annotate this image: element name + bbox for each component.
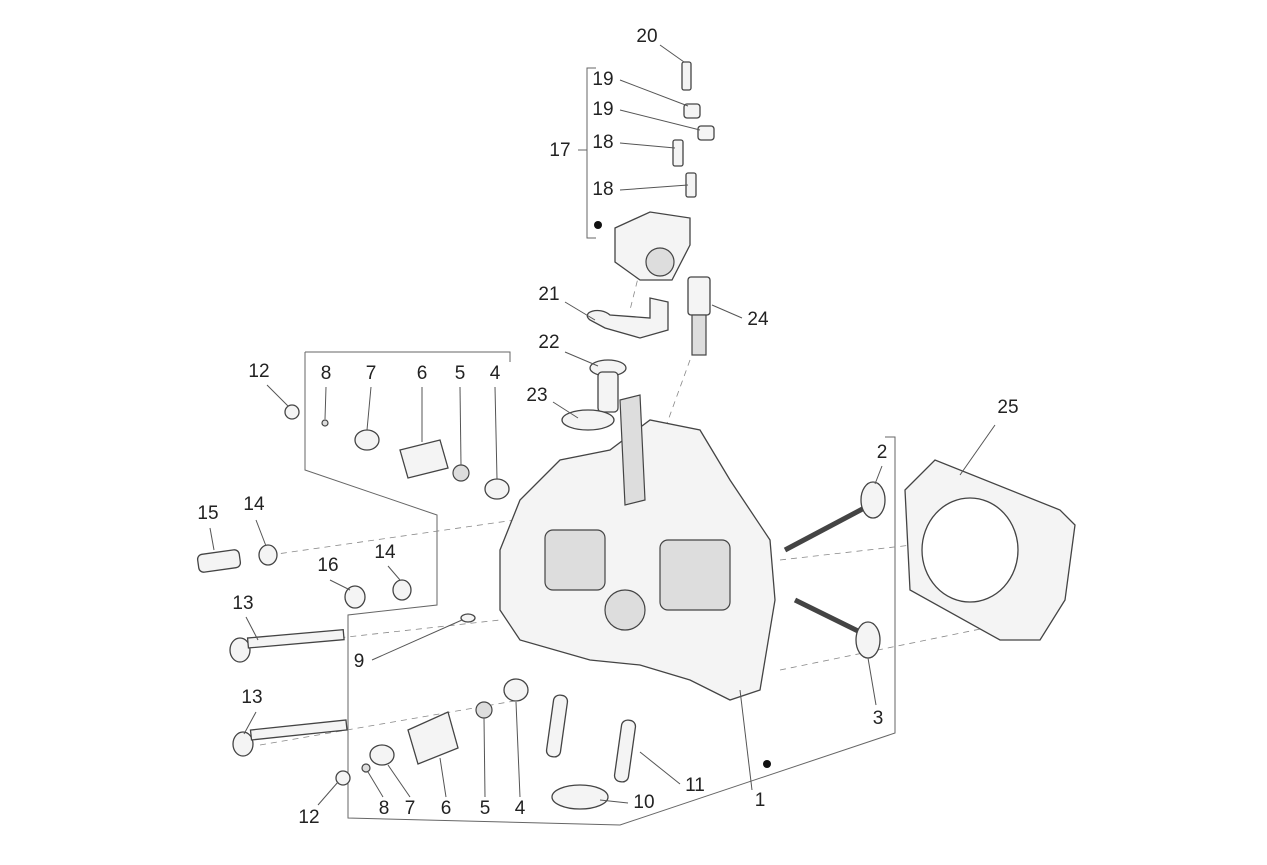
collet-8a — [321, 419, 329, 427]
leader-lines — [209, 44, 996, 806]
callout-4: 4 — [515, 798, 526, 819]
callout-19: 19 — [592, 69, 613, 90]
dowel-11a — [545, 694, 569, 758]
washer-4b — [503, 678, 529, 702]
spring-6b — [407, 711, 459, 765]
cap-12b — [335, 770, 351, 786]
callout-25: 25 — [997, 397, 1018, 418]
callout-14: 14 — [243, 494, 265, 515]
callout-6: 6 — [441, 798, 452, 819]
collet-8b — [361, 763, 371, 773]
parts — [196, 61, 1076, 810]
callout-2: 2 — [877, 442, 888, 463]
callout-5: 5 — [455, 363, 466, 384]
callout-13: 13 — [241, 687, 262, 708]
callout-13: 13 — [232, 593, 253, 614]
callout-3: 3 — [873, 708, 884, 729]
cap-12a — [284, 404, 300, 420]
washer-14b — [392, 579, 412, 601]
callout-23: 23 — [526, 385, 547, 406]
callout-6: 6 — [417, 363, 428, 384]
callout-7: 7 — [366, 363, 377, 384]
callout-12: 12 — [298, 807, 319, 828]
callout-21: 21 — [538, 284, 559, 305]
callout-7: 7 — [405, 798, 416, 819]
bolt-13b — [232, 719, 348, 757]
callout-5: 5 — [480, 798, 491, 819]
gasket-23 — [561, 409, 615, 431]
callout-8: 8 — [379, 798, 390, 819]
valve-2 — [783, 481, 886, 553]
oring-10 — [551, 784, 609, 810]
bushing-19b — [697, 125, 715, 141]
callout-22: 22 — [538, 332, 559, 353]
callout-15: 15 — [197, 503, 218, 524]
callout-1: 1 — [755, 790, 766, 811]
group-brackets — [304, 67, 896, 826]
washer-14a — [258, 544, 278, 566]
callout-4: 4 — [490, 363, 501, 384]
dowel-11b — [613, 719, 637, 783]
sensor-24 — [687, 276, 711, 316]
callout-16: 16 — [317, 555, 338, 576]
callout-17: 17 — [549, 140, 570, 161]
callout-14: 14 — [374, 542, 396, 563]
callout-18: 18 — [592, 132, 613, 153]
callout-10: 10 — [633, 792, 654, 813]
callout-19: 19 — [592, 99, 613, 120]
callout-20: 20 — [636, 26, 657, 47]
valve-3 — [793, 597, 881, 659]
bracket-21 — [586, 297, 669, 339]
bushing-15 — [196, 549, 242, 573]
cylinder-head-1 — [499, 419, 776, 701]
callout-labels: 20 19 19 18 17 18 21 24 22 23 12 8 7 6 5… — [197, 26, 1018, 828]
screw-20 — [681, 61, 692, 91]
seal-5b — [475, 701, 493, 719]
valve-seal-9 — [460, 613, 476, 623]
bolt-13a — [229, 628, 345, 663]
seal-5a — [452, 464, 470, 482]
spring-6a — [399, 439, 449, 479]
callout-24: 24 — [747, 309, 769, 330]
valve-18a — [672, 139, 684, 167]
callout-8: 8 — [321, 363, 332, 384]
nut-16 — [344, 585, 366, 609]
callout-18: 18 — [592, 179, 613, 200]
callout-12: 12 — [248, 361, 269, 382]
callout-11: 11 — [685, 775, 705, 796]
retainer-7b — [369, 744, 395, 766]
washer-4a — [484, 478, 510, 500]
bushing-19a — [683, 103, 701, 119]
callout-9: 9 — [354, 651, 365, 672]
retainer-7a — [354, 429, 380, 451]
